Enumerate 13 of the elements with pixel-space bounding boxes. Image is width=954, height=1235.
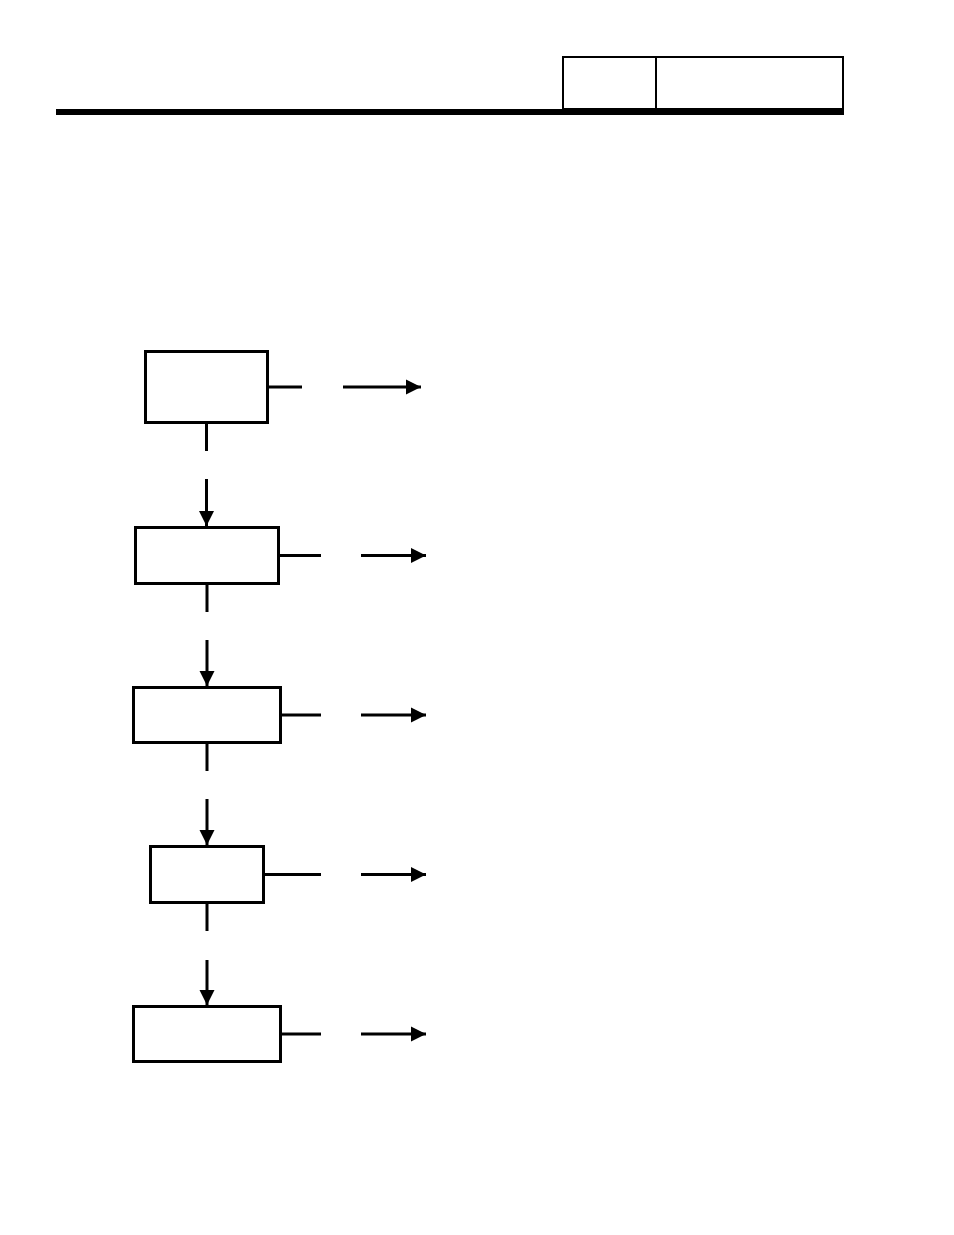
arrow	[199, 585, 215, 686]
process-box	[149, 845, 265, 904]
arrow	[199, 904, 215, 1005]
process-box	[132, 1005, 282, 1063]
arrow	[282, 707, 426, 723]
process-box	[132, 686, 282, 744]
arrow	[265, 867, 426, 882]
arrow	[280, 548, 426, 563]
arrow	[282, 1026, 426, 1042]
process-box	[134, 526, 280, 585]
process-box	[144, 350, 269, 424]
arrow	[269, 379, 421, 395]
arrow	[199, 744, 215, 845]
